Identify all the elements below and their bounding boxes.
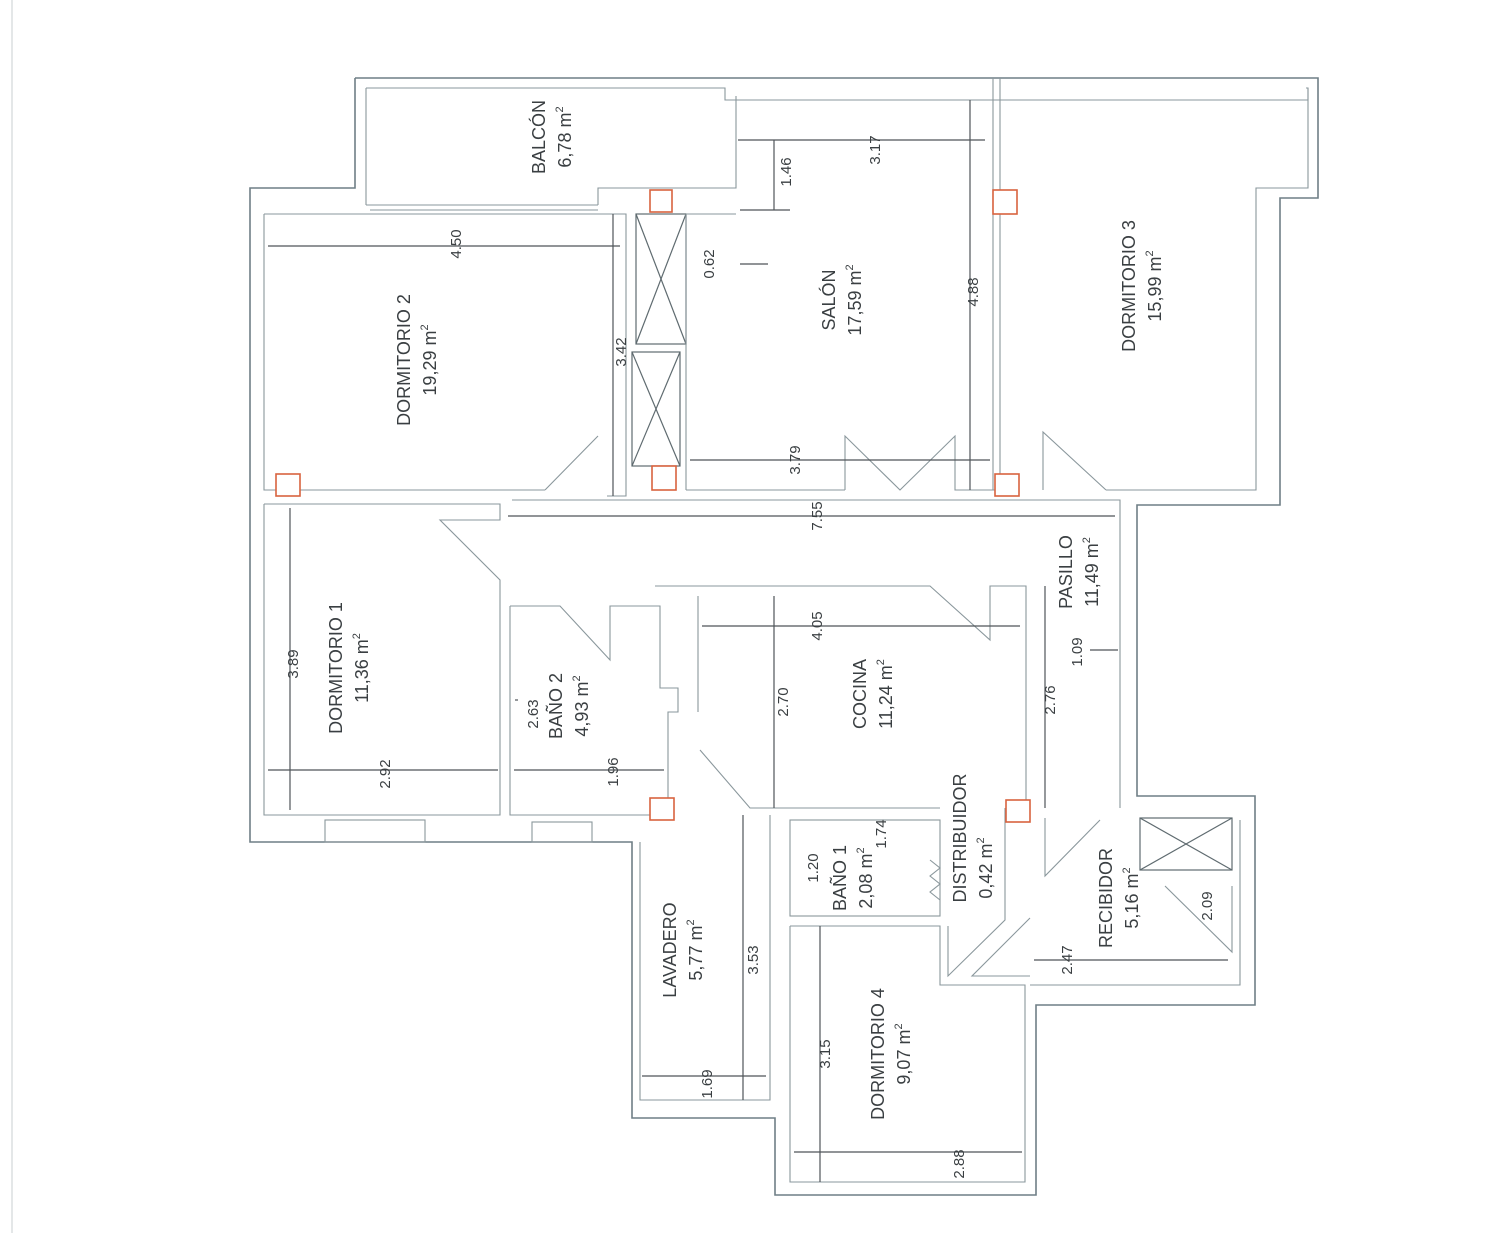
room-label-bano2: BAÑO 2 4,93 m2 — [545, 673, 592, 739]
interior-walls — [263, 78, 1241, 1183]
room-label-distribuidor: DISTRIBUIDOR 0,42 m2 — [950, 773, 996, 902]
dim-2-70: 2.70 — [775, 687, 792, 716]
room-label-dormitorio1: DORMITORIO 1 11,36 m2 — [326, 602, 372, 734]
dim-0-62: 0.62 — [701, 249, 718, 278]
room-area: 17,59 m2 — [844, 264, 865, 335]
dimension-labels: 1.46 3.17 4.50 0.62 3.42 4.88 3.79 7.55 … — [285, 135, 1216, 1178]
room-label-pasillo: PASILLO 11,49 m2 — [1056, 535, 1102, 609]
room-name: PASILLO — [1056, 535, 1076, 609]
room-label-balcon: BALCÓN 6,78 m2 — [528, 100, 575, 174]
room-name: RECIBIDOR — [1096, 848, 1116, 948]
room-label-lavadero: LAVADERO 5,77 m2 — [660, 902, 706, 997]
room-area: 11,36 m2 — [351, 633, 372, 703]
room-area: 9,07 m2 — [893, 1023, 914, 1084]
dim-1-09: 1.09 — [1069, 637, 1086, 666]
dim-1-69: 1.69 — [699, 1069, 716, 1098]
dim-3-17: 3.17 — [867, 135, 884, 164]
dim-2-92: 2.92 — [377, 759, 394, 788]
room-name: DISTRIBUIDOR — [950, 773, 970, 902]
room-name: DORMITORIO 4 — [868, 988, 888, 1120]
room-area: 5,77 m2 — [685, 919, 706, 980]
dim-1-74: 1.74 — [873, 819, 890, 848]
dim-2-76: 2.76 — [1042, 685, 1059, 714]
room-area: 11,24 m2 — [875, 659, 896, 729]
structural-columns — [275, 189, 1031, 823]
room-name: DORMITORIO 3 — [1119, 220, 1139, 352]
dim-2-09: 2.09 — [1199, 891, 1216, 920]
dim-1-20: 1.20 — [805, 853, 822, 882]
dimension-lines — [268, 100, 1228, 1182]
room-label-cocina: COCINA 11,24 m2 — [850, 659, 896, 729]
dim-7-55: 7.55 — [809, 501, 826, 530]
room-area: 5,16 m2 — [1121, 867, 1142, 928]
room-label-bano1: BAÑO 1 2,08 m2 — [829, 845, 876, 911]
room-name: COCINA — [850, 659, 870, 729]
dim-1-96: 1.96 — [605, 757, 622, 786]
room-name: SALÓN — [818, 269, 839, 330]
room-area: 15,99 m2 — [1144, 250, 1165, 321]
dim-3-42: 3.42 — [613, 337, 630, 366]
room-label-dormitorio3: DORMITORIO 3 15,99 m2 — [1119, 220, 1165, 352]
room-label-salon: SALÓN 17,59 m2 — [818, 264, 865, 335]
dim-4-50: 4.50 — [448, 229, 465, 258]
dim-2-63: 2.63 — [525, 699, 542, 728]
room-name: BALCÓN — [528, 100, 549, 174]
room-name: LAVADERO — [660, 902, 680, 997]
room-name: BAÑO 1 — [829, 845, 850, 911]
room-label-dormitorio2: DORMITORIO 2 19,29 m2 — [394, 294, 440, 426]
room-label-recibidor: RECIBIDOR 5,16 m2 — [1096, 848, 1142, 948]
dim-2-88: 2.88 — [951, 1149, 968, 1178]
dim-4-05: 4.05 — [809, 611, 826, 640]
dim-2-47: 2.47 — [1059, 945, 1076, 974]
room-area: 4,93 m2 — [571, 675, 592, 736]
room-name: DORMITORIO 2 — [394, 294, 414, 426]
room-area: 2,08 m2 — [855, 847, 876, 908]
room-area: 6,78 m2 — [554, 106, 575, 167]
room-name: BAÑO 2 — [545, 673, 566, 739]
room-area: 11,49 m2 — [1081, 537, 1102, 607]
dim-3-89: 3.89 — [285, 649, 302, 678]
dim-3-79: 3.79 — [787, 445, 804, 474]
room-name: DORMITORIO 1 — [326, 602, 346, 734]
room-area: 19,29 m2 — [419, 324, 440, 395]
room-area: 0,42 m2 — [975, 837, 996, 898]
dim-3-15: 3.15 — [817, 1039, 834, 1068]
dim-4-88: 4.88 — [965, 277, 982, 306]
room-label-dormitorio4: DORMITORIO 4 9,07 m2 — [868, 988, 914, 1120]
dim-1-46: 1.46 — [778, 157, 795, 186]
outer-walls — [249, 77, 1319, 1196]
dim-3-53: 3.53 — [745, 945, 762, 974]
